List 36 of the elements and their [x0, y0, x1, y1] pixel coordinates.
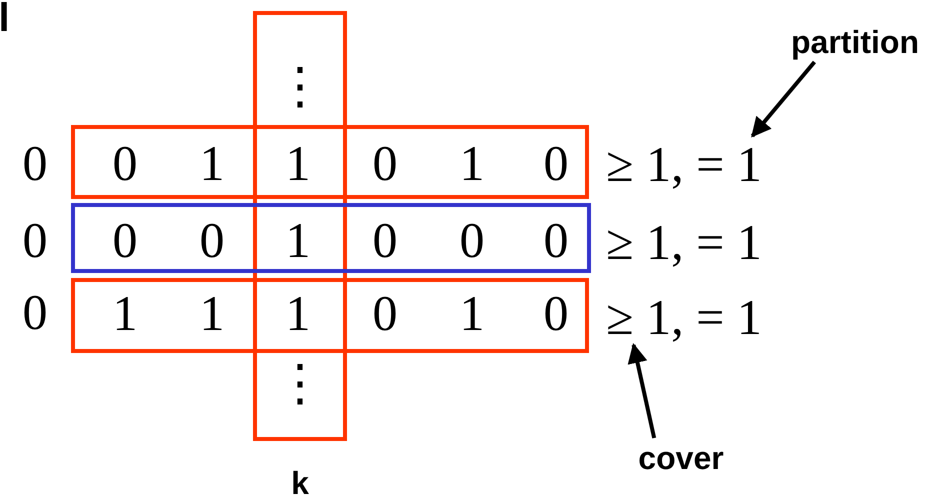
vertical-dots: ⋮: [275, 61, 325, 111]
column-label: k: [291, 467, 309, 499]
matrix-entry: 0: [112, 138, 138, 188]
constraint-expression: ≥ 1, = 1: [606, 292, 762, 342]
matrix-entry: 0: [460, 215, 484, 265]
matrix-entry: 0: [372, 288, 398, 338]
matrix-entry: 0: [200, 215, 224, 265]
matrix-entry: 1: [460, 138, 484, 188]
matrix-entry: 1: [460, 288, 484, 338]
annotation-label: partition: [791, 26, 919, 58]
annotation-label: cover: [638, 442, 724, 474]
matrix-entry: 1: [112, 288, 138, 338]
matrix-entry: 1: [286, 138, 310, 188]
matrix-entry: 0: [372, 138, 398, 188]
matrix-entry: 0: [112, 215, 138, 265]
matrix-entry: 1: [200, 288, 224, 338]
matrix-entry: 0: [544, 215, 568, 265]
matrix-entry: 0: [372, 215, 398, 265]
row-value: 0: [22, 287, 48, 337]
row-value: 0: [22, 215, 48, 265]
vertical-dots: ⋮: [275, 358, 325, 408]
arrow: [750, 60, 816, 138]
matrix-entry: 0: [544, 138, 568, 188]
matrix-entry: 1: [286, 215, 310, 265]
row-box: [71, 203, 591, 273]
row-value: 0: [22, 138, 48, 188]
column-box: [253, 11, 347, 441]
matrix-entry: 1: [286, 288, 310, 338]
matrix-entry: 1: [200, 138, 224, 188]
matrix-entry: 0: [544, 288, 568, 338]
partial-letter: l: [0, 0, 10, 38]
arrow: [628, 343, 656, 438]
constraint-expression: ≥ 1, = 1: [606, 217, 762, 267]
constraint-expression: ≥ 1, = 1: [606, 139, 762, 189]
row-box: [71, 278, 589, 353]
row-box: [71, 125, 589, 199]
